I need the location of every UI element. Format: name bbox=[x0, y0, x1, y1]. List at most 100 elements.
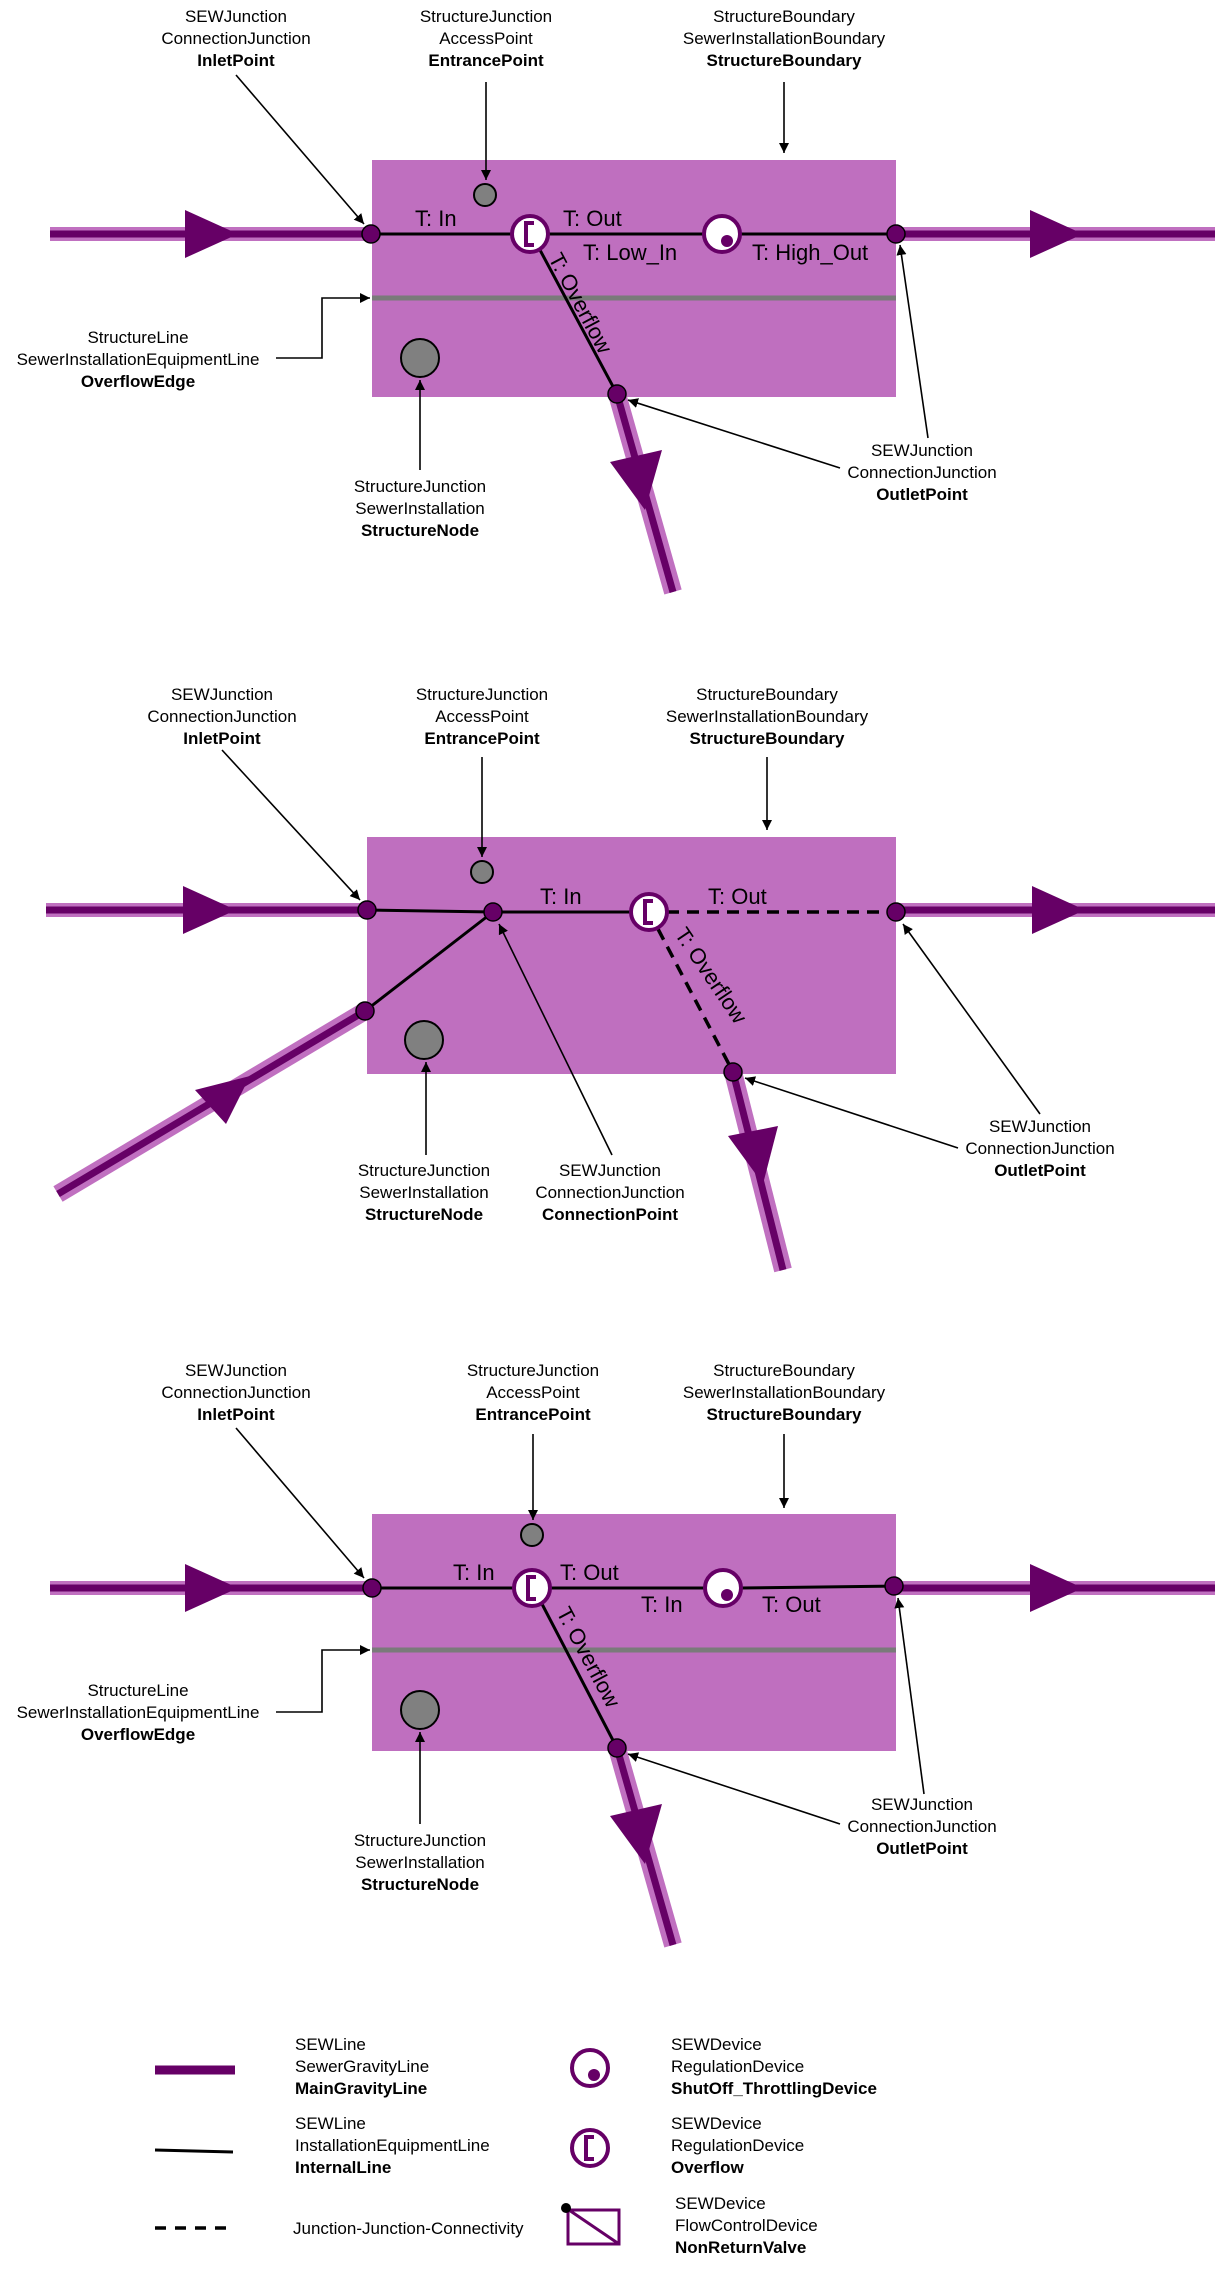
structure-boundary-label: StructureBoundary SewerInstallationBound… bbox=[683, 7, 886, 70]
svg-text:SEWJunction: SEWJunction bbox=[171, 685, 273, 704]
svg-text:SEWDevice: SEWDevice bbox=[675, 2194, 766, 2213]
svg-text:SewerInstallationEquipmentLine: SewerInstallationEquipmentLine bbox=[17, 350, 260, 369]
svg-text:SewerInstallationBoundary: SewerInstallationBoundary bbox=[683, 1383, 886, 1402]
flow-arrow-icon bbox=[1032, 886, 1085, 934]
internal-line bbox=[364, 910, 494, 1013]
legend: SEWLine SewerGravityLine MainGravityLine… bbox=[154, 2035, 877, 2257]
svg-text:SEWJunction: SEWJunction bbox=[871, 1795, 973, 1814]
structure-boundary-box bbox=[372, 160, 896, 397]
overflow-device-icon bbox=[510, 214, 550, 254]
svg-text:StructureBoundary: StructureBoundary bbox=[707, 51, 862, 70]
svg-text:OutletPoint: OutletPoint bbox=[876, 1839, 968, 1858]
structure-boundary-label: StructureBoundary SewerInstallationBound… bbox=[683, 1361, 886, 1424]
svg-text:SEWJunction: SEWJunction bbox=[185, 1361, 287, 1380]
internal-line bbox=[540, 1603, 619, 1749]
legend-non-return-valve-label: SEWDevice FlowControlDevice NonReturnVal… bbox=[675, 2194, 818, 2257]
svg-text:SewerGravityLine: SewerGravityLine bbox=[295, 2057, 429, 2076]
structure-boundary-box bbox=[372, 1514, 896, 1751]
outlet-point-label: SEWJunction ConnectionJunction OutletPoi… bbox=[847, 441, 996, 504]
overflow-edge-label: StructureLine SewerInstallationEquipment… bbox=[17, 1681, 260, 1744]
svg-text:SewerInstallationEquipmentLine: SewerInstallationEquipmentLine bbox=[17, 1703, 260, 1722]
svg-text:AccessPoint: AccessPoint bbox=[486, 1383, 580, 1402]
svg-text:StructureBoundary: StructureBoundary bbox=[713, 7, 855, 26]
svg-text:SEWDevice: SEWDevice bbox=[671, 2114, 762, 2133]
overflow-device-icon bbox=[570, 2128, 610, 2168]
callout-arrow bbox=[235, 74, 365, 225]
internal-line bbox=[538, 249, 619, 395]
svg-text:ConnectionJunction: ConnectionJunction bbox=[535, 1183, 684, 1202]
svg-text:InletPoint: InletPoint bbox=[197, 51, 275, 70]
svg-text:StructureJunction: StructureJunction bbox=[467, 1361, 599, 1380]
non-return-valve-icon bbox=[561, 2203, 621, 2246]
inlet-point-label: SEWJunction ConnectionJunction InletPoin… bbox=[147, 685, 296, 748]
diagram-2: T: In T: Out T: Overflow SEWJunction Con… bbox=[46, 685, 1215, 1273]
svg-text:Overflow: Overflow bbox=[671, 2158, 745, 2177]
svg-text:StructureJunction: StructureJunction bbox=[354, 477, 486, 496]
diagram-1: T: In T: Out T: Low_In T: High_Out T: Ov… bbox=[17, 7, 1215, 595]
svg-text:RegulationDevice: RegulationDevice bbox=[671, 2057, 804, 2076]
structure-boundary-label: StructureBoundary SewerInstallationBound… bbox=[666, 685, 869, 748]
callout-arrow bbox=[221, 749, 361, 901]
diagram-3: T: In T: Out T: In T: Out T: Overflow SE… bbox=[17, 1361, 1215, 1948]
svg-text:OverflowEdge: OverflowEdge bbox=[81, 1725, 195, 1744]
flow-arrow-icon bbox=[1030, 210, 1083, 258]
entrance-point-label: StructureJunction AccessPoint EntrancePo… bbox=[416, 685, 548, 748]
flow-arrow-icon bbox=[610, 450, 662, 510]
connection-point-node bbox=[483, 902, 503, 922]
svg-text:OutletPoint: OutletPoint bbox=[994, 1161, 1086, 1180]
svg-text:StructureLine: StructureLine bbox=[87, 1681, 188, 1700]
legend-overflow-label: SEWDevice RegulationDevice Overflow bbox=[671, 2114, 804, 2177]
svg-text:ConnectionJunction: ConnectionJunction bbox=[847, 463, 996, 482]
overflow-edge-label: StructureLine SewerInstallationEquipment… bbox=[17, 328, 260, 391]
svg-text:StructureBoundary: StructureBoundary bbox=[696, 685, 838, 704]
legend-internal-line-label: SEWLine InstallationEquipmentLine Intern… bbox=[295, 2114, 490, 2177]
svg-text:ConnectionJunction: ConnectionJunction bbox=[161, 29, 310, 48]
outlet-point-node bbox=[886, 902, 906, 922]
svg-text:SEWJunction: SEWJunction bbox=[989, 1117, 1091, 1136]
entrance-point-label: StructureJunction AccessPoint EntrancePo… bbox=[467, 1361, 599, 1424]
terminal-label: T: Out bbox=[762, 1592, 821, 1617]
terminal-label: T: Out bbox=[708, 884, 767, 909]
outlet-point-node bbox=[886, 224, 906, 244]
svg-text:ConnectionJunction: ConnectionJunction bbox=[161, 1383, 310, 1402]
svg-text:ConnectionPoint: ConnectionPoint bbox=[542, 1205, 678, 1224]
svg-text:StructureJunction: StructureJunction bbox=[420, 7, 552, 26]
svg-text:MainGravityLine: MainGravityLine bbox=[295, 2079, 427, 2098]
svg-text:InternalLine: InternalLine bbox=[295, 2158, 391, 2177]
shutoff-device-icon bbox=[702, 214, 742, 254]
flow-arrow-icon bbox=[183, 886, 236, 934]
callout-arrow bbox=[627, 1752, 841, 1825]
overflow-device-icon bbox=[512, 1568, 552, 1608]
terminal-label: T: In bbox=[641, 1592, 683, 1617]
svg-text:ConnectionJunction: ConnectionJunction bbox=[965, 1139, 1114, 1158]
svg-text:StructureLine: StructureLine bbox=[87, 328, 188, 347]
inlet-point-node bbox=[357, 900, 377, 920]
legend-main-gravity-line-label: SEWLine SewerGravityLine MainGravityLine bbox=[295, 2035, 429, 2098]
callout-arrow bbox=[276, 293, 370, 359]
svg-text:OutletPoint: OutletPoint bbox=[876, 485, 968, 504]
svg-text:FlowControlDevice: FlowControlDevice bbox=[675, 2216, 818, 2235]
svg-text:SewerInstallation: SewerInstallation bbox=[355, 499, 484, 518]
structure-node bbox=[400, 338, 440, 378]
shutoff-device-icon bbox=[570, 2048, 610, 2088]
overflow-device-icon bbox=[629, 892, 669, 932]
svg-text:ShutOff_ThrottlingDevice: ShutOff_ThrottlingDevice bbox=[671, 2079, 877, 2098]
callout-arrow bbox=[894, 1597, 925, 1795]
structure-node-label: StructureJunction SewerInstallation Stru… bbox=[354, 1831, 486, 1894]
callout-arrow bbox=[744, 1076, 959, 1149]
outlet-point-label: SEWJunction ConnectionJunction OutletPoi… bbox=[847, 1795, 996, 1858]
svg-text:AccessPoint: AccessPoint bbox=[435, 707, 529, 726]
callout-arrow bbox=[498, 923, 613, 1156]
terminal-label: T: In bbox=[415, 206, 457, 231]
internal-line bbox=[740, 1584, 897, 1590]
terminal-label: T: In bbox=[453, 1560, 495, 1585]
svg-text:AccessPoint: AccessPoint bbox=[439, 29, 533, 48]
svg-text:SewerInstallation: SewerInstallation bbox=[355, 1853, 484, 1872]
legend-connectivity-label: Junction-Junction-Connectivity bbox=[293, 2219, 524, 2238]
terminal-label: T: In bbox=[540, 884, 582, 909]
svg-text:StructureBoundary: StructureBoundary bbox=[707, 1405, 862, 1424]
flow-arrow-icon bbox=[185, 1564, 238, 1612]
svg-text:SewerInstallationBoundary: SewerInstallationBoundary bbox=[683, 29, 886, 48]
inlet-point-label: SEWJunction ConnectionJunction InletPoin… bbox=[161, 7, 310, 70]
